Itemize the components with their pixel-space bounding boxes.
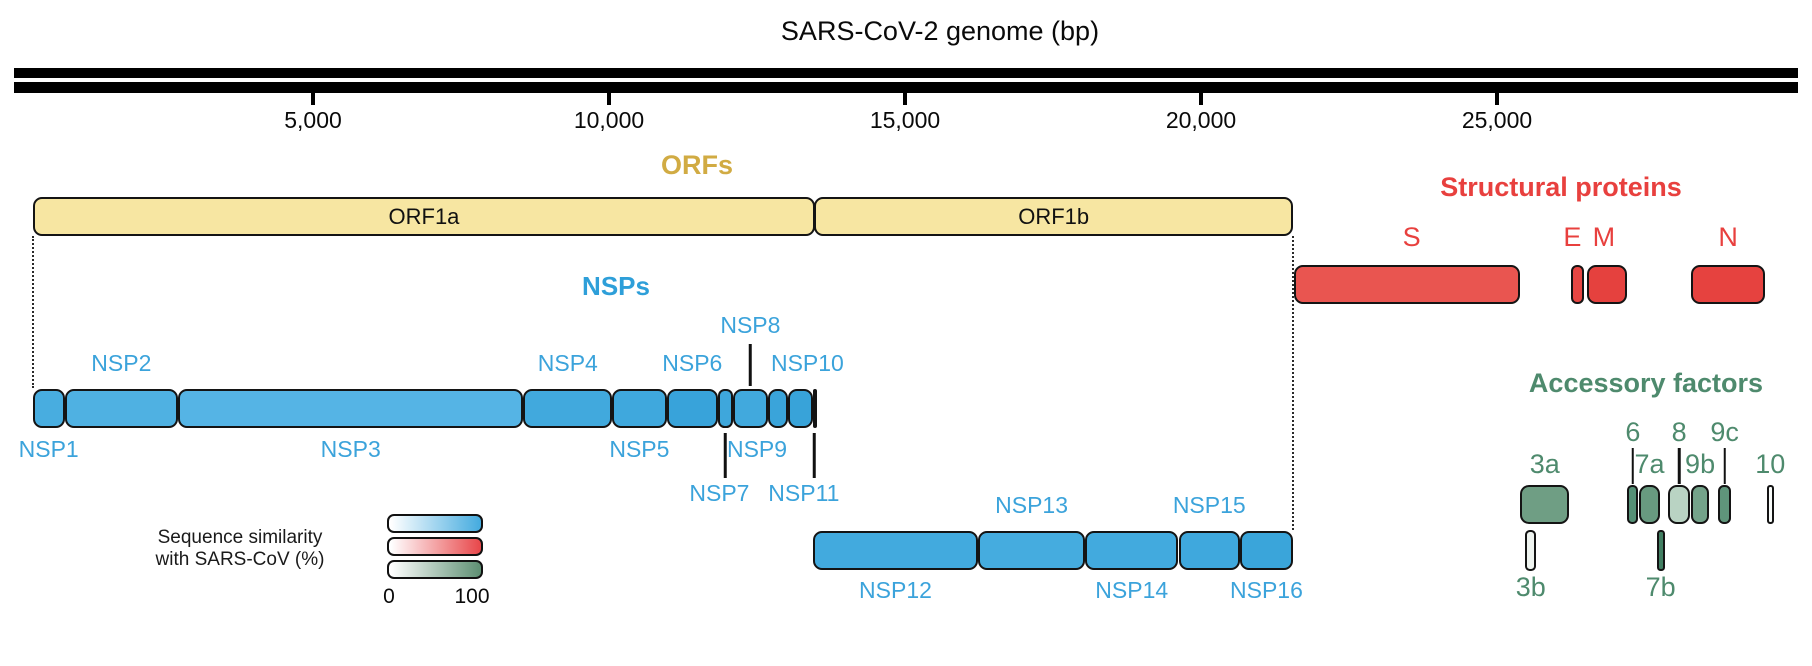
segment-box-nsp4 bbox=[523, 389, 613, 428]
genome-ruler-bar-top bbox=[14, 68, 1798, 78]
segment-box-m bbox=[1587, 265, 1627, 304]
segment-box-nsp9 bbox=[768, 389, 788, 428]
nsp7-pointer bbox=[724, 433, 727, 478]
legend-max-label: 100 bbox=[454, 585, 490, 608]
segment-box-acc10 bbox=[1766, 485, 1774, 524]
segment-label-orf1b: ORF1b bbox=[1018, 204, 1090, 229]
segment-label-nsp6: NSP6 bbox=[662, 350, 723, 376]
segment-label-nsp10: NSP10 bbox=[770, 350, 844, 376]
segment-box-n bbox=[1690, 265, 1766, 304]
segment-label-nsp13: NSP13 bbox=[995, 492, 1068, 518]
segment-box-acc3a bbox=[1520, 485, 1570, 524]
ruler-tick-10000 bbox=[607, 93, 611, 105]
orf1b-end-guide bbox=[1292, 236, 1295, 530]
structural-similarity-scale bbox=[387, 537, 483, 556]
segment-box-nsp14 bbox=[1084, 531, 1179, 570]
segment-label-acc6: 6 bbox=[1625, 417, 1641, 447]
segment-label-nsp14: NSP14 bbox=[1095, 577, 1169, 603]
nsp8-pointer bbox=[749, 344, 752, 386]
segment-label-nsp7: NSP7 bbox=[689, 480, 750, 506]
segment-label-nsp2: NSP2 bbox=[91, 350, 152, 376]
segment-label-orf1a: ORF1a bbox=[388, 204, 460, 229]
segment-box-nsp11 bbox=[812, 389, 817, 428]
segment-box-nsp8 bbox=[732, 389, 768, 428]
segment-box-nsp7 bbox=[718, 389, 733, 428]
ruler-tick-20000 bbox=[1199, 93, 1203, 105]
segment-label-m: M bbox=[1592, 222, 1616, 252]
segment-label-nsp3: NSP3 bbox=[320, 436, 381, 462]
segment-label-nsp9: NSP9 bbox=[726, 436, 788, 462]
segment-label-acc8: 8 bbox=[1671, 417, 1687, 447]
ruler-tick-label-25000: 25,000 bbox=[1461, 107, 1533, 133]
segment-box-nsp6 bbox=[666, 389, 719, 428]
nsps-section-title: NSPs bbox=[582, 271, 650, 301]
segment-box-acc6 bbox=[1627, 485, 1639, 524]
segment-label-nsp8: NSP8 bbox=[720, 312, 781, 338]
segment-label-n: N bbox=[1718, 222, 1738, 252]
accessory-similarity-scale bbox=[387, 560, 483, 579]
segment-box-orf1a bbox=[32, 197, 816, 236]
segment-box-e bbox=[1570, 265, 1585, 304]
ruler-tick-5000 bbox=[311, 93, 315, 105]
segment-box-nsp15 bbox=[1178, 531, 1240, 570]
ruler-tick-label-20000: 20,000 bbox=[1165, 107, 1237, 133]
nsp11-pointer bbox=[812, 433, 816, 478]
segment-label-acc3a: 3a bbox=[1529, 449, 1560, 479]
segment-box-nsp1 bbox=[32, 389, 65, 428]
segment-label-s: S bbox=[1402, 222, 1421, 252]
segment-box-acc8 bbox=[1668, 485, 1690, 524]
segment-box-acc9b bbox=[1691, 485, 1709, 524]
nsp-similarity-scale bbox=[387, 514, 483, 533]
segment-label-nsp1: NSP1 bbox=[18, 436, 79, 462]
ruler-tick-15000 bbox=[903, 93, 907, 105]
segment-label-e: E bbox=[1563, 222, 1582, 252]
segment-box-nsp2 bbox=[64, 389, 178, 428]
ruler-tick-label-10000: 10,000 bbox=[573, 107, 645, 133]
ruler-tick-25000 bbox=[1495, 93, 1499, 105]
ruler-tick-label-15000: 15,000 bbox=[869, 107, 941, 133]
legend-caption-line2: with SARS-CoV (%) bbox=[155, 549, 325, 570]
segment-box-nsp10 bbox=[788, 389, 813, 428]
ruler-tick-label-5000: 5,000 bbox=[284, 107, 342, 133]
segment-label-acc3b: 3b bbox=[1515, 572, 1546, 602]
segment-label-nsp4: NSP4 bbox=[537, 350, 598, 376]
orf1a-start-guide bbox=[31, 236, 34, 388]
orf8-pointer bbox=[1677, 448, 1681, 484]
segment-label-nsp5: NSP5 bbox=[609, 436, 670, 462]
accessory-factors-section-title: Accessory factors bbox=[1528, 368, 1764, 398]
segment-box-nsp3 bbox=[178, 389, 524, 428]
segment-box-orf1b bbox=[814, 197, 1294, 236]
segment-box-acc7b bbox=[1656, 530, 1665, 571]
segment-box-acc9c bbox=[1718, 485, 1732, 524]
segment-box-s bbox=[1293, 265, 1520, 304]
genome-ruler-bar-bottom bbox=[14, 82, 1798, 93]
orf9c-pointer bbox=[1723, 448, 1726, 484]
segment-label-acc9b: 9b bbox=[1685, 449, 1716, 479]
segment-label-nsp11: NSP11 bbox=[768, 480, 840, 506]
segment-label-acc7b: 7b bbox=[1645, 572, 1676, 602]
segment-label-acc7a: 7a bbox=[1634, 449, 1665, 479]
legend-caption: Sequence similarity with SARS-CoV (%) bbox=[118, 527, 362, 571]
segment-label-nsp15: NSP15 bbox=[1172, 492, 1246, 518]
segment-box-acc3b bbox=[1525, 530, 1537, 571]
segment-label-nsp16: NSP16 bbox=[1230, 577, 1303, 603]
orfs-section-title: ORFs bbox=[660, 150, 734, 180]
structural-proteins-section-title: Structural proteins bbox=[1440, 172, 1682, 202]
segment-box-acc7a bbox=[1638, 485, 1661, 524]
segment-box-nsp5 bbox=[612, 389, 667, 428]
legend-min-label: 0 bbox=[383, 585, 395, 608]
orf6-pointer bbox=[1631, 448, 1635, 484]
segment-label-acc10: 10 bbox=[1755, 449, 1786, 479]
segment-label-acc9c: 9c bbox=[1710, 417, 1739, 447]
diagram-title: SARS-CoV-2 genome (bp) bbox=[780, 16, 1100, 46]
segment-box-nsp12 bbox=[812, 531, 979, 570]
segment-box-nsp16 bbox=[1240, 531, 1293, 570]
legend-caption-line1: Sequence similarity bbox=[157, 527, 323, 548]
segment-box-nsp13 bbox=[978, 531, 1085, 570]
segment-label-nsp12: NSP12 bbox=[859, 577, 932, 603]
